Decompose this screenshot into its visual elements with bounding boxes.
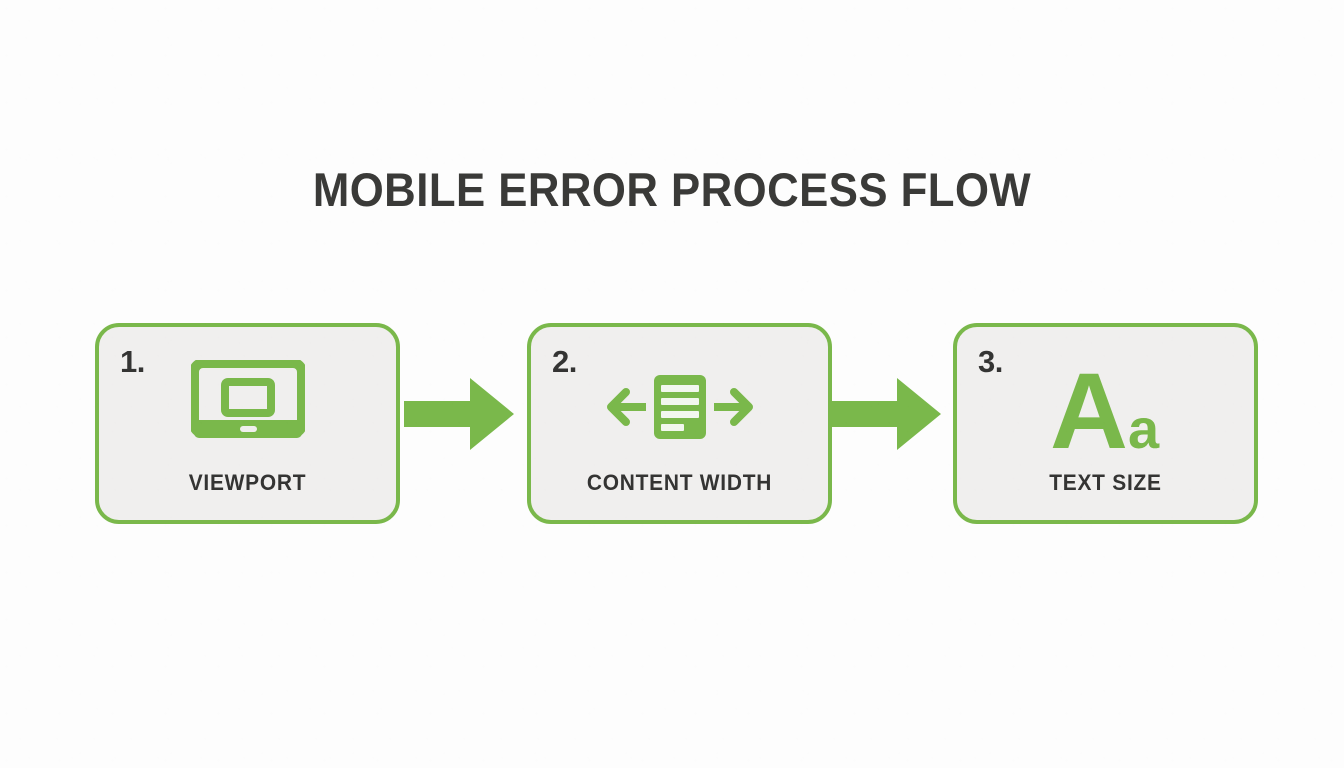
text-size-aa-icon: A a [957,355,1254,459]
monitor-screen-icon [99,355,396,459]
step-number: 3. [978,344,1003,379]
flow-step-card-content-width[interactable]: 2. CONTENT WIDTH [527,323,832,524]
step-number: 1. [120,344,145,379]
step-label-content-width: CONTENT WIDTH [586,470,773,495]
text-size-glyph-small: a [1128,397,1160,459]
step-label-viewport: VIEWPORT [188,470,307,495]
right-arrow-icon [404,372,516,456]
content-width-arrows-icon [531,355,828,459]
text-size-glyph-large: A [1050,355,1128,459]
step-number: 2. [552,344,577,379]
flow-step-card-text-size[interactable]: 3. A a TEXT SIZE [953,323,1258,524]
flow-step-card-viewport[interactable]: 1. VIEWPORT [95,323,400,524]
page-title: MOBILE ERROR PROCESS FLOW [312,163,1032,217]
right-arrow-icon [831,372,943,456]
step-label-text-size: TEXT SIZE [1049,470,1162,495]
